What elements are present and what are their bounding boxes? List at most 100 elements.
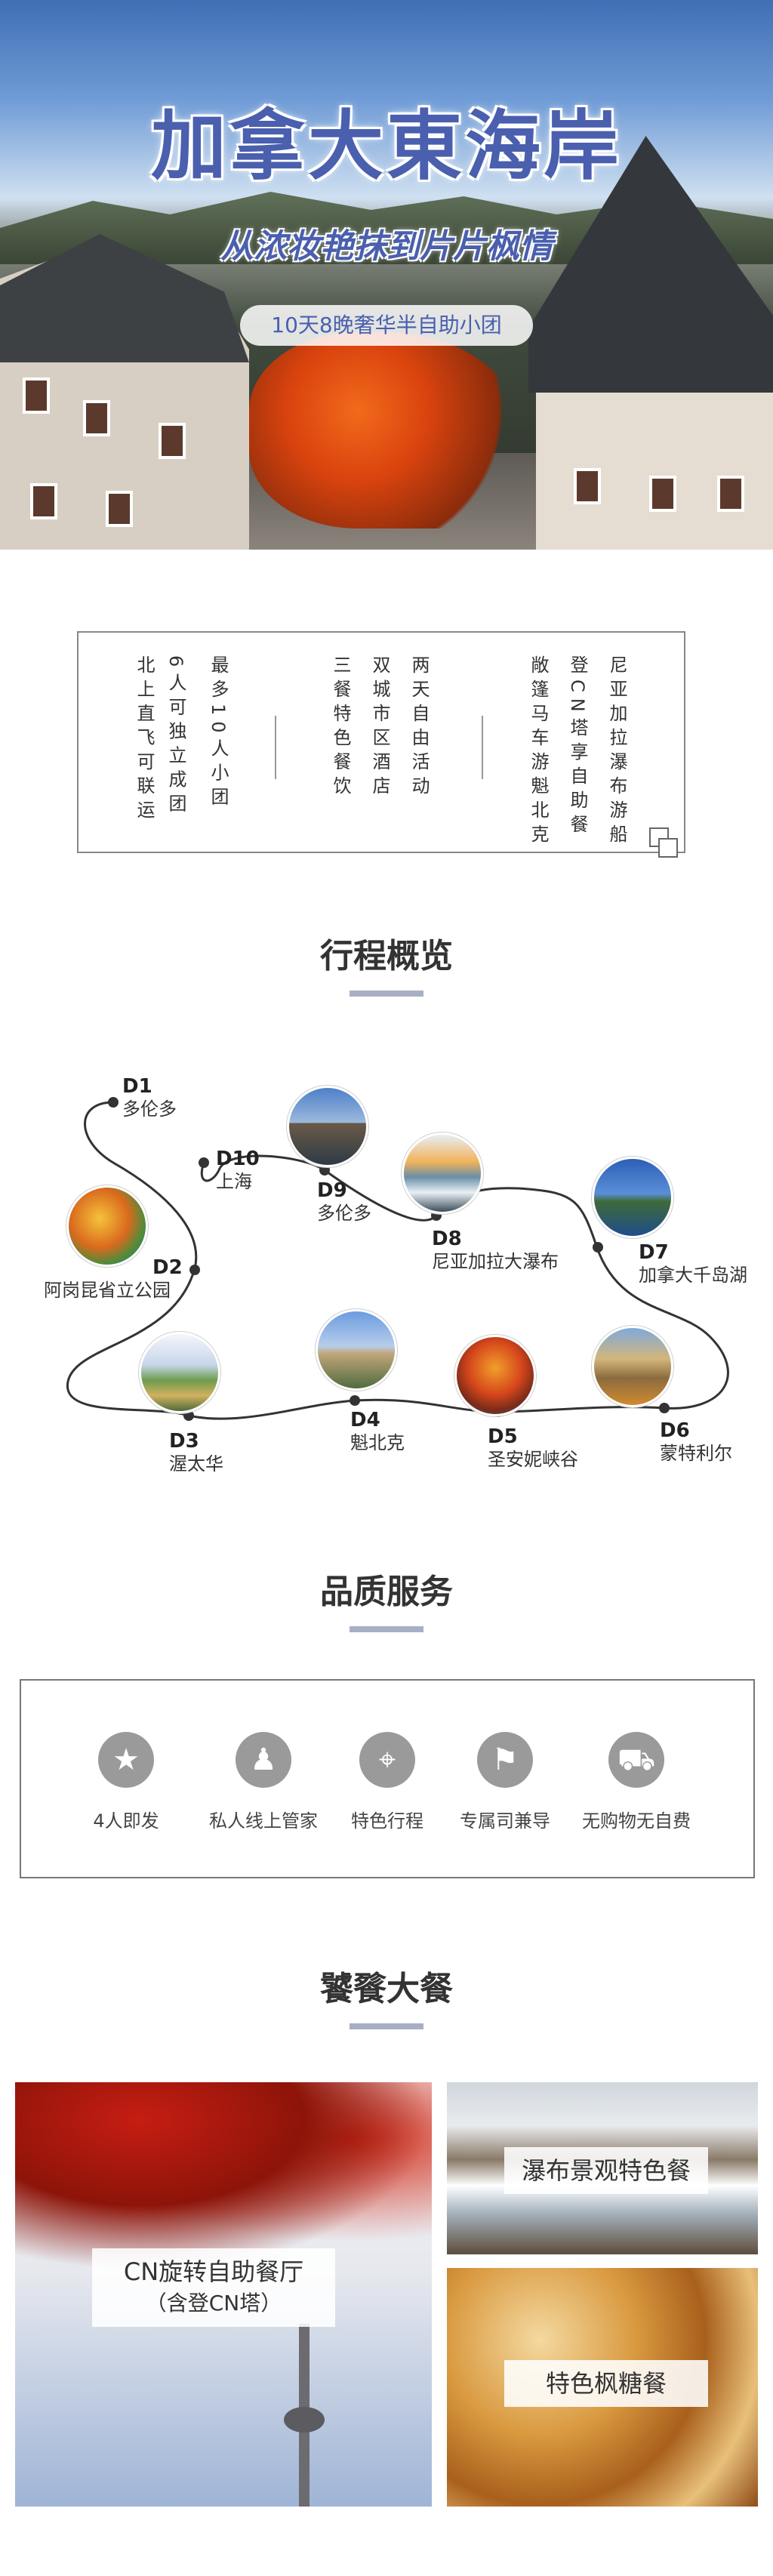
service-item: ⚑ 专属司兼导 <box>448 1732 562 1832</box>
hero-title: 加拿大東海岸 <box>151 101 622 190</box>
stop-day: D4 <box>350 1409 380 1431</box>
service-item: ★ 4人即发 <box>69 1732 183 1832</box>
guide-icon: ⚑ <box>477 1732 533 1788</box>
photo-ottawa <box>139 1332 220 1413</box>
stop-place: 圣安妮峡谷 <box>488 1449 578 1470</box>
maple-leaves <box>15 2082 432 2271</box>
service-label: 无购物无自费 <box>582 1810 691 1832</box>
service-title: 品质服务 <box>320 1573 453 1611</box>
stop-d8: D8 尼亚加拉大瀑布 <box>432 1228 559 1273</box>
feature-divider <box>275 716 276 779</box>
meal-label-line1: CN旋转自助餐厅 <box>123 2257 304 2286</box>
stop-day: D9 <box>317 1179 347 1202</box>
stop-day: D6 <box>660 1419 690 1442</box>
stop-d10: D10 上海 <box>216 1148 260 1193</box>
hero-window <box>83 400 110 436</box>
meals-title: 饕餮大餐 <box>320 1970 453 2008</box>
stop-day: D10 <box>216 1148 260 1170</box>
photo-sainte-anne-canyon <box>454 1335 536 1416</box>
hero-window <box>159 423 186 459</box>
stop-place: 蒙特利尔 <box>660 1443 732 1464</box>
feature-col-5: 双城市区酒店 <box>369 655 390 800</box>
meal-photo-waterfall: 瀑布景观特色餐 <box>447 2082 758 2254</box>
feature-col-7: 敞篷马车游魁北克 <box>528 655 549 849</box>
features-box: 北上直飞可联运 6人可独立成团 最多10人小团 三餐特色餐饮 双城市区酒店 两天… <box>77 631 685 858</box>
stop-place: 上海 <box>216 1171 252 1192</box>
stop-place: 渥太华 <box>169 1453 223 1474</box>
stop-d3: D3 渥太华 <box>169 1430 223 1475</box>
hero-window <box>106 491 133 527</box>
feature-col-1: 北上直飞可联运 <box>134 655 155 824</box>
hero-window <box>649 476 676 512</box>
stop-d2: D2 阿岗昆省立公园 <box>44 1256 183 1302</box>
meal-photo-maple-syrup: 特色枫糖餐 <box>447 2268 758 2507</box>
stop-place: 魁北克 <box>350 1432 405 1453</box>
stop-day: D3 <box>169 1430 199 1453</box>
hero-window <box>23 377 50 414</box>
stop-d4: D4 魁北克 <box>350 1409 405 1454</box>
service-item: ♟ 私人线上管家 <box>207 1732 320 1832</box>
service-box: ★ 4人即发 ♟ 私人线上管家 ⌖ 特色行程 ⚑ 专属司兼导 ⛟ 无购物无自费 <box>20 1679 755 1878</box>
route-dots <box>108 1097 670 1421</box>
hero-window <box>30 483 57 519</box>
stop-d5: D5 圣安妮峡谷 <box>488 1425 578 1471</box>
feature-col-6: 两天自由活动 <box>408 655 430 800</box>
meal-label-waterfall: 瀑布景观特色餐 <box>504 2147 708 2194</box>
feature-col-9: 尼亚加拉瀑布游船 <box>606 655 627 849</box>
service-label: 私人线上管家 <box>209 1810 318 1832</box>
stop-d6: D6 蒙特利尔 <box>660 1419 732 1465</box>
meal-label-line2: （含登CN塔） <box>145 2291 282 2316</box>
service-item: ⛟ 无购物无自费 <box>580 1732 693 1832</box>
service-label: 特色行程 <box>351 1810 423 1832</box>
stop-day: D2 <box>152 1256 183 1279</box>
route-dot-d2 <box>189 1265 200 1275</box>
stop-day: D1 <box>122 1075 152 1098</box>
feature-divider <box>482 716 483 779</box>
star-icon: ★ <box>98 1732 154 1788</box>
stop-d7: D7 加拿大千岛湖 <box>639 1241 747 1286</box>
hero-window <box>717 476 744 512</box>
stop-place: 阿岗昆省立公园 <box>44 1280 171 1301</box>
hero-tour-badge: 10天8晚奢华半自助小团 <box>240 305 533 346</box>
stop-place: 多伦多 <box>122 1098 177 1120</box>
stop-day: D5 <box>488 1425 518 1448</box>
stop-d9: D9 多伦多 <box>317 1179 371 1225</box>
shopping-cart-icon: ⛟ <box>608 1732 664 1788</box>
stop-place: 加拿大千岛湖 <box>639 1265 747 1286</box>
itinerary-title-bar <box>350 991 423 997</box>
route-dot-d4 <box>350 1395 360 1406</box>
feature-col-3: 最多10人小团 <box>208 655 229 812</box>
stop-place: 多伦多 <box>317 1203 371 1224</box>
route-dot-d6 <box>659 1403 670 1413</box>
route-path-svg <box>66 1097 729 1421</box>
meal-photo-cn-tower: CN旋转自助餐厅 （含登CN塔） <box>15 2082 432 2507</box>
feature-col-2: 6人可独立成团 <box>165 655 186 818</box>
hero-subtitle: 从浓妆艳抹到片片枫情 <box>220 227 553 266</box>
stop-day: D8 <box>432 1228 462 1250</box>
route-dot-d1 <box>108 1097 119 1108</box>
photo-algonquin-park <box>66 1185 148 1267</box>
meal-label-cn: CN旋转自助餐厅 （含登CN塔） <box>92 2248 335 2327</box>
service-label: 4人即发 <box>93 1810 159 1832</box>
photo-montreal <box>592 1326 673 1407</box>
feature-col-4: 三餐特色餐饮 <box>330 655 351 800</box>
butler-icon: ♟ <box>236 1732 291 1788</box>
hero-autumn-trees <box>249 332 521 528</box>
photo-quebec <box>316 1309 397 1391</box>
stop-d1: D1 多伦多 <box>122 1075 177 1120</box>
route-dot-d10 <box>199 1157 209 1168</box>
stop-day: D7 <box>639 1241 669 1264</box>
cn-tower-pod <box>284 2407 325 2433</box>
service-title-bar <box>350 1626 423 1632</box>
route-line <box>66 1101 729 1420</box>
map-pin-icon: ⌖ <box>359 1732 415 1788</box>
route-dot-d3 <box>183 1410 194 1421</box>
route-dot-d7 <box>593 1242 603 1253</box>
feature-col-8: 登CN塔享自助餐 <box>567 655 588 839</box>
meals-title-bar <box>350 2023 423 2029</box>
meal-label-maple: 特色枫糖餐 <box>504 2360 708 2407</box>
photo-niagara-falls <box>402 1132 483 1214</box>
route-dot-d9 <box>319 1165 330 1176</box>
photo-thousand-islands <box>592 1157 673 1238</box>
service-label: 专属司兼导 <box>460 1810 550 1832</box>
